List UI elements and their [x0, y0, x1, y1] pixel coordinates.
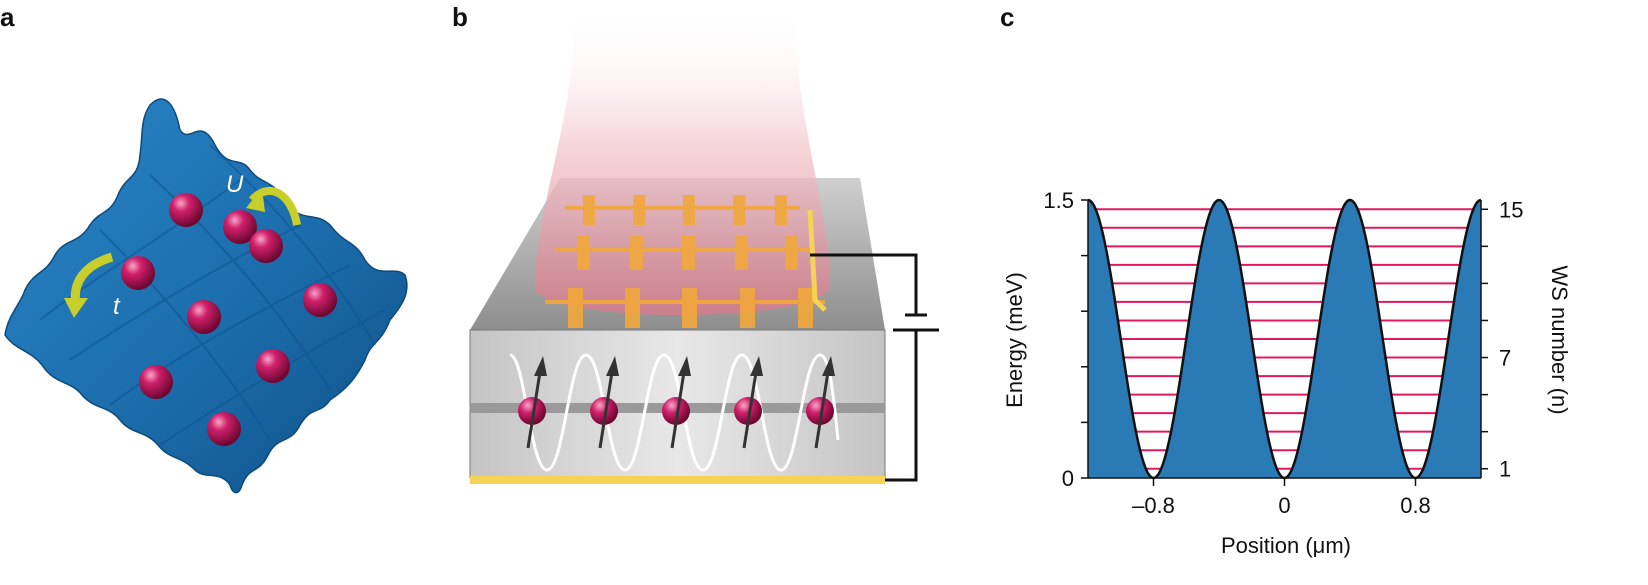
panel-c-chart: –0.8 0 0.8 0 1.5 1 7 15 Position (μm) Energy (m…	[1002, 188, 1572, 558]
label-t: t	[113, 293, 121, 320]
y-tick-label: 0	[1062, 466, 1074, 491]
atom	[169, 193, 203, 227]
spin-sphere	[590, 397, 618, 425]
x-tick-label: –0.8	[1132, 493, 1175, 518]
x-axis-label: Position (μm)	[1221, 533, 1351, 558]
x-tick-label: 0.8	[1400, 493, 1431, 518]
plot-area	[1087, 198, 1482, 480]
panel-b-letter: b	[452, 2, 468, 32]
panel-c-letter: c	[1000, 2, 1015, 32]
back-gate	[470, 476, 885, 484]
y2-axis-label: WS number (n)	[1547, 265, 1572, 414]
x-tick-label: 0	[1278, 493, 1290, 518]
gold-contact-bracket	[807, 209, 827, 312]
atom	[256, 349, 290, 383]
panel-b-device-illustration	[469, 8, 939, 484]
panel-a-letter: a	[0, 2, 15, 32]
label-U: U	[226, 171, 244, 198]
interaction-arrowhead-icon	[246, 188, 265, 212]
spins	[518, 356, 835, 449]
y-axis-label: Energy (meV)	[1002, 272, 1027, 408]
y2-tick-label: 7	[1499, 346, 1511, 371]
atoms	[121, 193, 337, 446]
spin-arrows-icon	[526, 371, 830, 449]
atom	[121, 256, 155, 290]
spin-sphere	[662, 397, 690, 425]
y2-tick-label: 15	[1499, 197, 1523, 222]
spin-sphere	[734, 397, 762, 425]
potential-area	[1088, 200, 1481, 478]
axes: –0.8 0 0.8 0 1.5 1 7 15	[1043, 188, 1523, 518]
spin-sphere	[518, 397, 546, 425]
atom	[223, 210, 257, 244]
tunneling-arrowhead-icon	[64, 298, 88, 318]
gate-electrode-grid	[545, 195, 825, 328]
spin-arrowheads-icon	[534, 356, 835, 376]
y-tick-label: 1.5	[1043, 188, 1074, 213]
laser-beam	[534, 8, 830, 315]
panel-a-lattice-illustration: U t	[4, 98, 408, 494]
atom	[249, 229, 283, 263]
bias-circuit	[810, 253, 939, 482]
atom	[207, 412, 241, 446]
atom	[187, 300, 221, 334]
atom	[303, 283, 337, 317]
y2-tick-label: 1	[1499, 457, 1511, 482]
atom	[139, 365, 173, 399]
spin-sphere	[806, 397, 834, 425]
lattice-surface	[4, 98, 408, 494]
